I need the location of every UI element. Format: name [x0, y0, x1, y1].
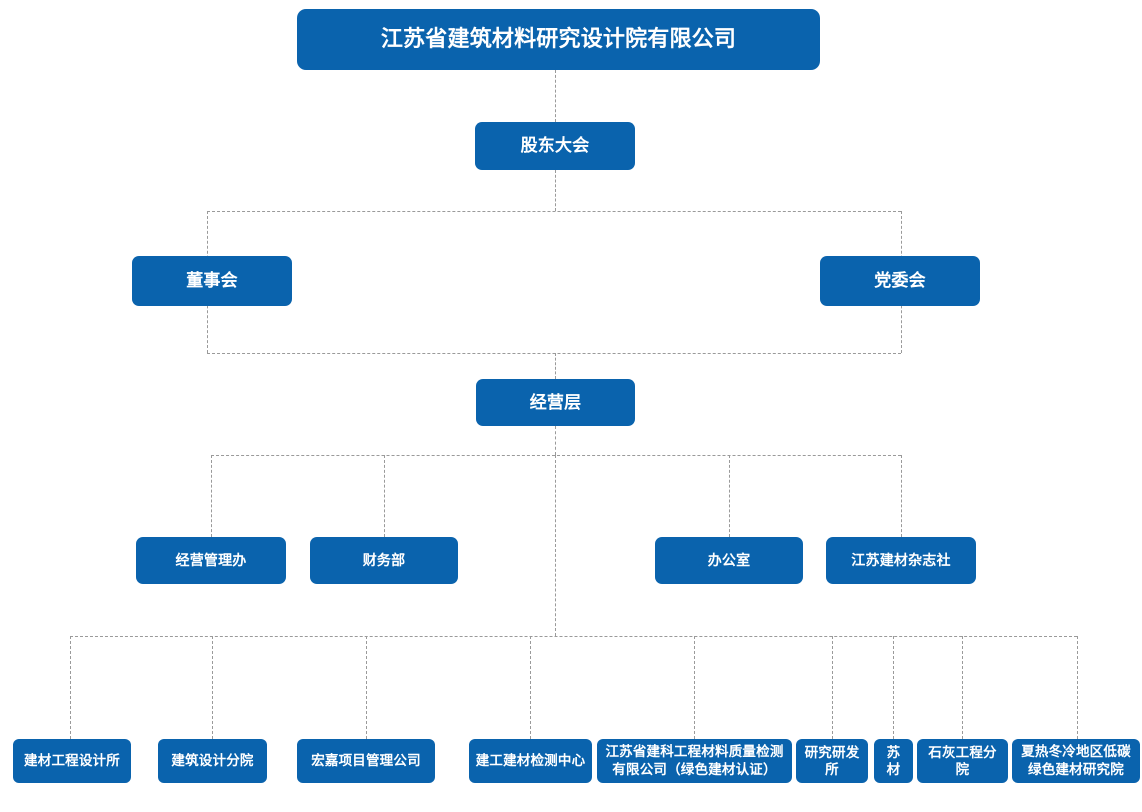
node-unit-architectural-design-branch[interactable]: 建筑设计分院 [158, 739, 267, 783]
connector-departments-bus [211, 455, 901, 456]
connector-unit-drop-6 [832, 636, 833, 739]
node-department-finance[interactable]: 财务部 [310, 537, 458, 584]
node-unit-hongjia-project-management-company[interactable]: 宏嘉项目管理公司 [297, 739, 435, 783]
node-unit-lime-engineering-branch[interactable]: 石灰工程分院 [917, 739, 1008, 783]
node-party-committee[interactable]: 党委会 [820, 256, 980, 306]
connector-unit-drop-5 [694, 636, 695, 739]
node-unit-low-carbon-green-building-materials-research-institute[interactable]: 夏热冬冷地区低碳绿色建材研究院 [1012, 739, 1140, 783]
connector-department-drop-2 [384, 455, 385, 537]
connector-governance-top-bus [207, 211, 901, 212]
connector-governance-bottom-bus [207, 353, 901, 354]
connector-shareholders-down [555, 170, 556, 211]
connector-unit-drop-1 [70, 636, 71, 739]
node-shareholders-meeting[interactable]: 股东大会 [475, 122, 635, 170]
connector-unit-drop-3 [366, 636, 367, 739]
connector-management-down [555, 426, 556, 455]
connector-unit-drop-7 [893, 636, 894, 739]
connector-department-drop-4 [901, 455, 902, 537]
connector-department-drop-3 [729, 455, 730, 537]
node-unit-building-materials-engineering-design-institute[interactable]: 建材工程设计所 [13, 739, 131, 783]
node-root-company[interactable]: 江苏省建筑材料研究设计院有限公司 [297, 9, 820, 70]
connector-units-bus [70, 636, 1077, 637]
connector-unit-drop-9 [1077, 636, 1078, 739]
node-unit-construction-materials-testing-center[interactable]: 建工建材检测中心 [469, 739, 592, 783]
connector-unit-drop-2 [212, 636, 213, 739]
connector-root-to-shareholders [555, 70, 556, 122]
node-management-layer[interactable]: 经营层 [476, 379, 635, 426]
node-board-of-directors[interactable]: 董事会 [132, 256, 292, 306]
node-unit-sucai[interactable]: 苏材 [874, 739, 913, 783]
connector-department-drop-1 [211, 455, 212, 537]
node-department-operations-office[interactable]: 经营管理办 [136, 537, 286, 584]
node-unit-jiangsu-jianke-material-quality-testing-co[interactable]: 江苏省建科工程材料质量检测有限公司（绿色建材认证） [597, 739, 792, 783]
connector-unit-drop-8 [962, 636, 963, 739]
node-department-jiangsu-building-materials-magazine[interactable]: 江苏建材杂志社 [826, 537, 976, 584]
connector-management-trunk [555, 455, 556, 636]
node-department-general-office[interactable]: 办公室 [655, 537, 803, 584]
connector-governance-to-management [555, 353, 556, 379]
connector-unit-drop-4 [530, 636, 531, 739]
node-unit-research-and-development-institute[interactable]: 研究研发所 [796, 739, 868, 783]
